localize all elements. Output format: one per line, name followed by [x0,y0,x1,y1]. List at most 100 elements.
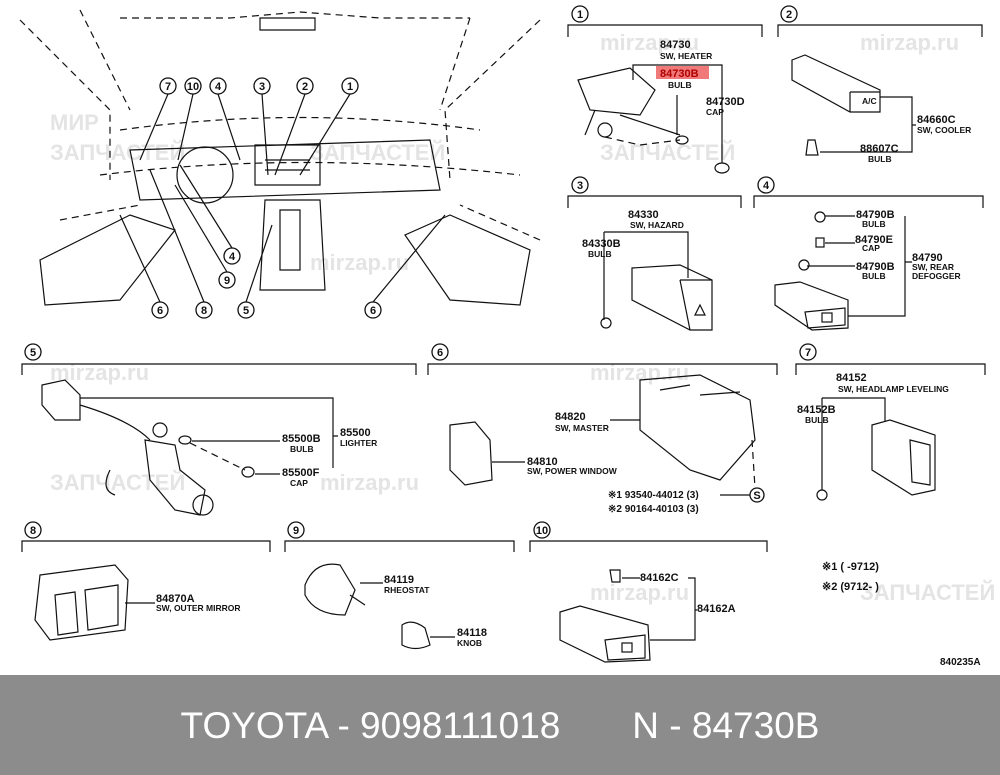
part-desc: LIGHTER [340,438,377,448]
callout-number: 6 [157,305,163,317]
part-desc: BULB [290,444,314,454]
section-9-rheostat: 9 84119 RHEOSTAT 84118 KNOB [287,521,487,650]
part-desc: SW, REAR [912,262,954,272]
part-number: 84119 [384,574,414,586]
part-number: 84790 [912,252,943,264]
part-desc: BULB [805,415,829,425]
section-5-lighter: 5 85500B BULB 85500 LIGHTER 85500F CAP [24,343,377,516]
watermark-text: mirzap.ru [860,30,959,55]
watermark-text: ЗАПЧАСТЕЙ [50,470,185,495]
callout-number: 6 [370,305,376,317]
watermark-text: mirzap.ru [310,250,409,275]
watermark-text: ЗАПЧАСТЕЙ [50,140,185,165]
part-desc: CAP [290,478,308,488]
section-number: 6 [437,347,443,359]
part-number: 84660C [917,114,956,126]
section-number: 3 [577,180,583,192]
section-1-heater-switch: 1 84730 SW, HEATER 84730B BULB 84730D CA… [571,5,745,174]
watermark-text: ЗАПЧАСТЕЙ [310,140,445,165]
part-number: 85500 [340,427,371,439]
part-number: 84730D [706,96,745,108]
car-interior-overview: 7 10 4 3 2 1 6 8 9 4 5 6 [19,9,541,319]
part-number: 85500F [282,467,320,479]
part-desc: BULB [862,271,886,281]
callout-number: 7 [165,81,171,93]
footer-bar: TOYOTA - 9098111018 N - 84730B [0,675,1000,775]
section-number: 4 [763,180,770,192]
section-6-power-window-switch: 6 S 84820 SW, MASTER 84810 SW, POWER WIN… [431,343,765,515]
watermark-text: mirzap.ru [590,580,689,605]
part-desc: SW, HAZARD [630,220,684,230]
part-number: 84730 [660,39,691,51]
part-number: 84152B [797,404,836,416]
callout-number: 9 [224,275,230,287]
part-number: 85500B [282,433,321,445]
part-desc: SW, POWER WINDOW [527,466,618,476]
callout-number: 5 [243,305,249,317]
section-7-headlamp-leveling-switch: 7 84152 SW, HEADLAMP LEVELING 84152B BUL… [797,343,949,501]
part-desc: CAP [862,243,880,253]
part-desc: SW, OUTER MIRROR [156,603,241,613]
watermark-text: ЗАПЧАСТЕЙ [600,140,735,165]
part-desc: SW, HEATER [660,51,712,61]
part-number: 84870A [156,593,195,605]
part-desc: SW, MASTER [555,423,609,433]
callout-number: 4 [229,251,236,263]
fastener-note: ※1 93540-44012 (3) [608,490,699,501]
part-number: 84330 [628,209,659,221]
section-number: 8 [30,525,36,537]
section-number: 1 [577,9,583,21]
overview-callouts: 7 10 4 3 2 1 6 8 9 4 5 6 [119,77,446,319]
part-desc: SW, COOLER [917,125,971,135]
parts-diagram: МИР ЗАПЧАСТЕЙ mirzap.ru mirzap.ru ЗАПЧАС… [19,5,995,668]
part-number: 84790B [856,261,895,273]
watermark-text: ЗАПЧАСТЕЙ [860,580,995,605]
part-number: 84790E [855,234,893,246]
part-desc: KNOB [457,638,482,648]
watermarks: МИР ЗАПЧАСТЕЙ mirzap.ru mirzap.ru ЗАПЧАС… [50,30,995,605]
section-10-switch: 10 84162C 84162A [533,521,736,663]
screw-symbol: S [753,490,760,502]
part-number-highlighted[interactable]: 84730B [660,68,699,80]
part-desc: BULB [868,154,892,164]
callout-number: 1 [347,81,353,93]
note-line: ※1 ( -9712) [822,561,879,573]
diagram-code: 840235A [940,657,981,668]
watermark-text: mirzap.ru [600,30,699,55]
part-number: 88607C [860,143,899,155]
part-desc: BULB [668,80,692,90]
section-8-outer-mirror-switch: 8 84870A SW, OUTER MIRROR [24,521,241,641]
callout-number: 3 [259,81,265,93]
section-number: 2 [786,9,792,21]
watermark-text: МИР [50,110,99,135]
fastener-note: ※2 90164-40103 (3) [608,504,699,515]
callout-number: 4 [215,81,222,93]
part-number: 84162A [697,603,736,615]
part-number: 84330B [582,238,621,250]
note-line: ※2 (9712- ) [822,581,879,593]
callout-number: 2 [302,81,308,93]
part-desc: DEFOGGER [912,271,961,281]
section-4-rear-defogger-switch: 4 84790B BULB 84790E CAP 84790B BULB 847… [757,176,961,331]
notes: ※1 ( -9712) ※2 (9712- ) 840235A [822,561,981,668]
part-desc: CAP [706,107,724,117]
switch-label: A/C [862,96,877,106]
part-number: 84118 [457,627,487,639]
part-desc: SW, HEADLAMP LEVELING [838,384,949,394]
section-number: 9 [293,525,299,537]
callout-number: 10 [187,81,199,93]
part-desc: BULB [862,219,886,229]
section-number: 5 [30,347,36,359]
section-number: 10 [536,525,548,537]
section-2-cooler-switch: 2 A/C 84660C SW, COOLER 88607C BULB [780,5,971,164]
part-number: 84790B [856,209,895,221]
part-title: TOYOTA - 9098111018 N - 84730B [180,705,820,746]
section-brackets [21,24,986,552]
part-desc: RHEOSTAT [384,585,430,595]
part-number: 84162C [640,572,679,584]
callout-number: 8 [201,305,207,317]
part-highlight [656,66,709,79]
section-3-hazard-switch: 3 84330 SW, HAZARD 84330B BULB [571,176,713,331]
part-number: 84152 [836,372,867,384]
part-number: 84810 [527,456,558,468]
